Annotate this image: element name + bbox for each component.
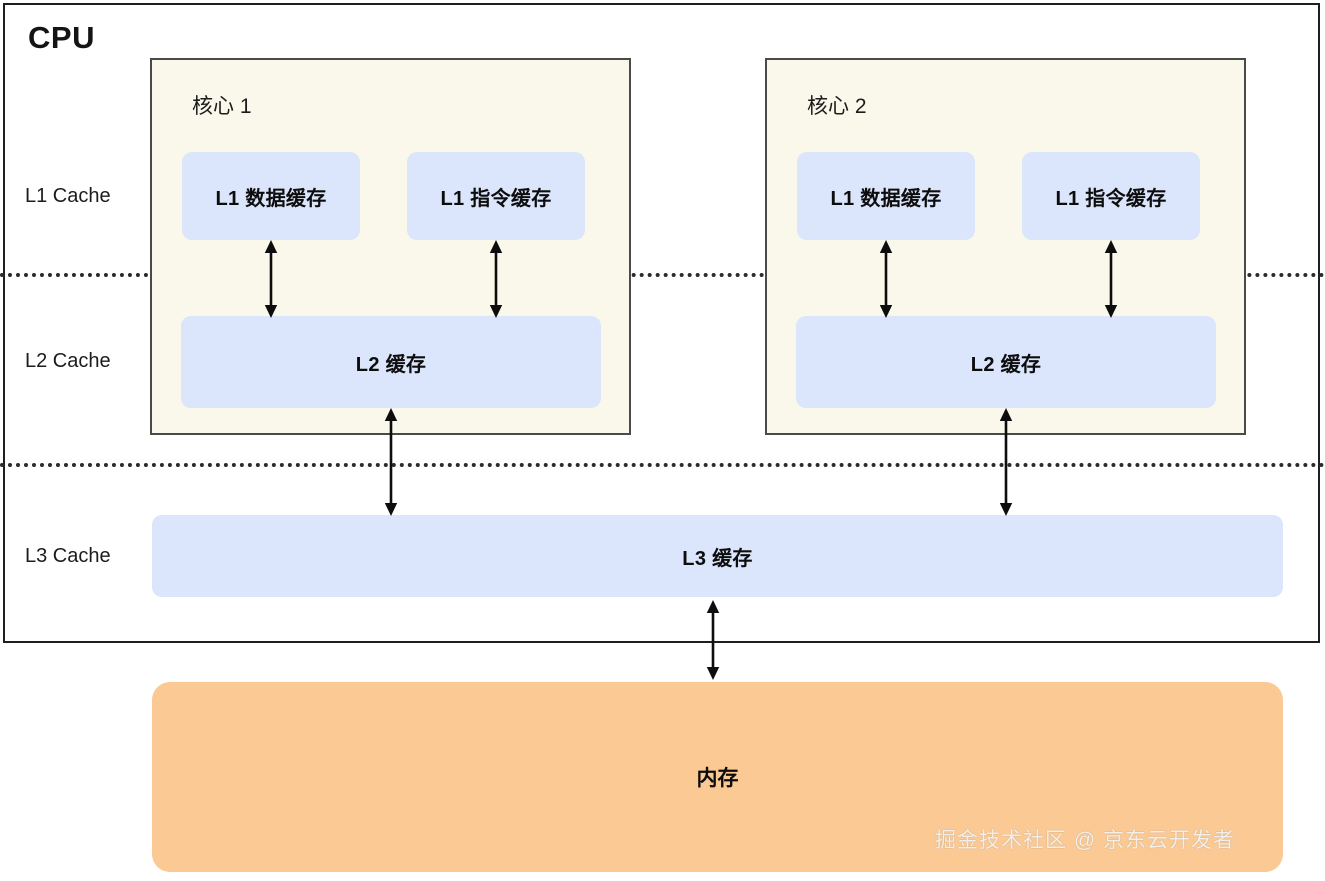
core2-l2-cache-label: L2 缓存: [970, 353, 1042, 376]
l3-cache-box[interactable]: L3 缓存: [152, 515, 1283, 597]
level-label-l1: L1 Cache: [25, 185, 111, 207]
level-label-l2: L2 Cache: [25, 350, 111, 372]
core1-l1-data-cache-label: L1 数据缓存: [215, 187, 327, 210]
core1-l1-data-cache[interactable]: L1 数据缓存: [182, 152, 360, 240]
memory-label: 内存: [696, 767, 739, 790]
watermark: 掘金技术社区 @ 京东云开发者: [935, 829, 1235, 852]
core2-l1-data-cache-label: L1 数据缓存: [830, 187, 942, 210]
memory-box[interactable]: 内存: [152, 682, 1283, 872]
arrow-core1-l1inst-to-l2: [486, 240, 506, 318]
arrow-core2-l1inst-to-l2: [1101, 240, 1121, 318]
arrow-core2-l1data-to-l2: [876, 240, 896, 318]
arrow-core2-l2-to-l3: [996, 408, 1016, 516]
level-label-l3: L3 Cache: [25, 545, 111, 567]
core2-l1-instruction-cache-label: L1 指令缓存: [1055, 187, 1167, 210]
core2-l2-cache[interactable]: L2 缓存: [796, 316, 1216, 408]
arrow-l3-to-memory: [703, 600, 723, 680]
divider-l2-l3: [0, 463, 1325, 467]
divider-l1-l2: [0, 273, 1325, 277]
core1-l1-instruction-cache-label: L1 指令缓存: [440, 187, 552, 210]
l3-cache-label: L3 缓存: [682, 547, 753, 570]
core-label-2: 核心 2: [807, 95, 867, 118]
core2-l1-instruction-cache[interactable]: L1 指令缓存: [1022, 152, 1200, 240]
arrow-core1-l1data-to-l2: [261, 240, 281, 318]
arrow-core1-l2-to-l3: [381, 408, 401, 516]
core-label-1: 核心 1: [192, 95, 252, 118]
core2-l1-data-cache[interactable]: L1 数据缓存: [797, 152, 975, 240]
core1-l2-cache-label: L2 缓存: [355, 353, 427, 376]
cpu-title: CPU: [28, 20, 95, 55]
core1-l1-instruction-cache[interactable]: L1 指令缓存: [407, 152, 585, 240]
core1-l2-cache[interactable]: L2 缓存: [181, 316, 601, 408]
